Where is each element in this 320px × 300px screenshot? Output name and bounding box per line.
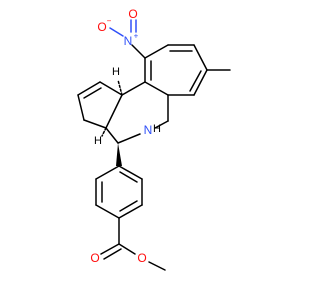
stereo-hydrogen-bottom: H <box>94 135 102 147</box>
bond <box>154 120 169 129</box>
bond <box>109 27 124 37</box>
bond <box>144 44 169 59</box>
bond <box>119 171 138 183</box>
ester-ether-oxygen-label: O <box>137 251 146 265</box>
bond <box>95 165 120 180</box>
bond <box>100 243 120 255</box>
bond <box>193 44 208 71</box>
bond <box>118 204 143 219</box>
bond-layer <box>77 44 231 271</box>
bond <box>119 200 138 212</box>
bond <box>95 204 120 219</box>
nitro-nitrogen-label: N <box>124 34 133 48</box>
nitro-oxygen-minus-label: O <box>97 20 106 34</box>
amine-hydrogen-label: H <box>153 123 161 135</box>
bond <box>117 133 141 144</box>
nitro-oxygen-minus-charge: − <box>107 17 112 26</box>
bond <box>193 69 208 96</box>
bond <box>189 70 202 92</box>
bond <box>118 243 136 255</box>
bond <box>121 81 146 96</box>
bond <box>101 127 107 137</box>
bond <box>148 261 166 271</box>
wedge-bond <box>116 143 122 166</box>
bond <box>99 81 123 96</box>
bond <box>144 81 169 96</box>
bond <box>77 81 101 96</box>
stereo-hydrogens: H H <box>94 66 120 147</box>
bond <box>83 87 102 99</box>
bond <box>105 127 119 144</box>
molecule-diagram: N + O − O N H H H O O <box>77 7 231 271</box>
bond <box>103 248 122 260</box>
ester-group: O O <box>90 251 146 265</box>
stereo-hydrogen-top: H <box>112 66 120 78</box>
nitro-group: N + O − O <box>97 7 138 48</box>
bond <box>83 119 107 129</box>
amine-nitrogen-label: N <box>144 123 153 137</box>
bond <box>118 165 143 180</box>
bond <box>131 44 146 59</box>
nitro-nitrogen-charge: + <box>134 32 139 41</box>
bond <box>117 79 123 96</box>
bond <box>77 94 85 121</box>
ester-carbonyl-oxygen-label: O <box>90 251 99 265</box>
nitro-oxygen-label: O <box>128 7 137 21</box>
bond <box>105 94 123 129</box>
amine-group: N H <box>144 123 161 137</box>
